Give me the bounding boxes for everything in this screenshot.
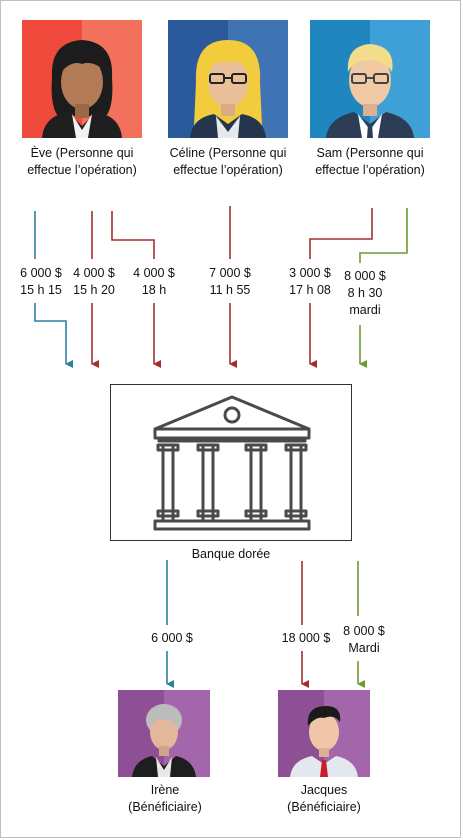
sender-label-celine: Céline (Personne qui effectue l’opératio… bbox=[169, 146, 287, 177]
bank-icon bbox=[153, 395, 311, 531]
irene-avatar bbox=[118, 690, 210, 777]
payout-amount: 18 000 $ bbox=[281, 631, 331, 645]
beneficiary-label-jacques: Jacques (Bénéficiaire) bbox=[258, 782, 390, 816]
deposit-time: 15 h 15 bbox=[20, 283, 62, 297]
payout-day: Mardi bbox=[348, 641, 380, 655]
sender-label-eve: Ève (Personne qui effectue l’opération) bbox=[27, 146, 137, 177]
payout-amount: 8 000 $ bbox=[343, 624, 385, 638]
beneficiary-role: (Bénéficiaire) bbox=[287, 800, 361, 814]
payout-label: 8 000 $ Mardi bbox=[329, 623, 399, 657]
deposit-day: mardi bbox=[349, 303, 381, 317]
payout-label: 6 000 $ bbox=[137, 630, 207, 647]
man-avatar-icon bbox=[310, 20, 430, 138]
beneficiary-name: Irène bbox=[150, 783, 180, 797]
celine-avatar bbox=[168, 20, 288, 138]
deposit-label: 3 000 $ 17 h 08 bbox=[275, 265, 345, 299]
arrow-deposit-sam-3000 bbox=[309, 208, 373, 259]
arrow-deposit-sam-8000 bbox=[359, 208, 408, 263]
eve-avatar bbox=[22, 20, 142, 138]
jacques-avatar bbox=[278, 690, 370, 777]
beneficiary-role: (Bénéficiaire) bbox=[128, 800, 202, 814]
bank-name: Banque dorée bbox=[191, 547, 271, 561]
deposit-label: 4 000 $ 15 h 20 bbox=[59, 265, 129, 299]
blonde-woman-avatar-icon bbox=[168, 20, 288, 138]
deposit-label: 6 000 $ 15 h 15 bbox=[6, 265, 76, 299]
payout-label: 18 000 $ bbox=[271, 630, 341, 647]
deposit-time: 11 h 55 bbox=[209, 283, 251, 297]
deposit-label: 7 000 $ 11 h 55 bbox=[195, 265, 265, 299]
deposit-time: 8 h 30 bbox=[347, 286, 383, 300]
deposit-amount: 4 000 $ bbox=[133, 266, 175, 280]
sender-label-sam: Sam (Personne qui effectue l’opération) bbox=[315, 146, 425, 177]
beneficiary-label-irene: Irène (Bénéficiaire) bbox=[99, 782, 231, 816]
woman-avatar-icon bbox=[22, 20, 142, 138]
deposit-amount: 4 000 $ bbox=[73, 266, 115, 280]
arrow-deposit-eve-6000-lower bbox=[34, 303, 73, 368]
deposit-label: 4 000 $ 18 h bbox=[119, 265, 189, 299]
deposit-time: 15 h 20 bbox=[73, 283, 115, 297]
bank-box bbox=[110, 384, 352, 541]
deposit-amount: 6 000 $ bbox=[20, 266, 62, 280]
deposit-time: 17 h 08 bbox=[289, 283, 331, 297]
young-man-avatar-icon bbox=[278, 690, 370, 777]
deposit-amount: 7 000 $ bbox=[209, 266, 251, 280]
beneficiary-name: Jacques bbox=[300, 783, 348, 797]
deposit-time: 18 h bbox=[141, 283, 167, 297]
deposit-amount: 3 000 $ bbox=[289, 266, 331, 280]
elderly-woman-avatar-icon bbox=[118, 690, 210, 777]
sam-avatar bbox=[310, 20, 430, 138]
payout-amount: 6 000 $ bbox=[151, 631, 193, 645]
arrow-deposit-eve-4000-b bbox=[111, 211, 155, 259]
deposit-label: 8 000 $ 8 h 30 mardi bbox=[330, 268, 400, 319]
deposit-amount: 8 000 $ bbox=[344, 269, 386, 283]
